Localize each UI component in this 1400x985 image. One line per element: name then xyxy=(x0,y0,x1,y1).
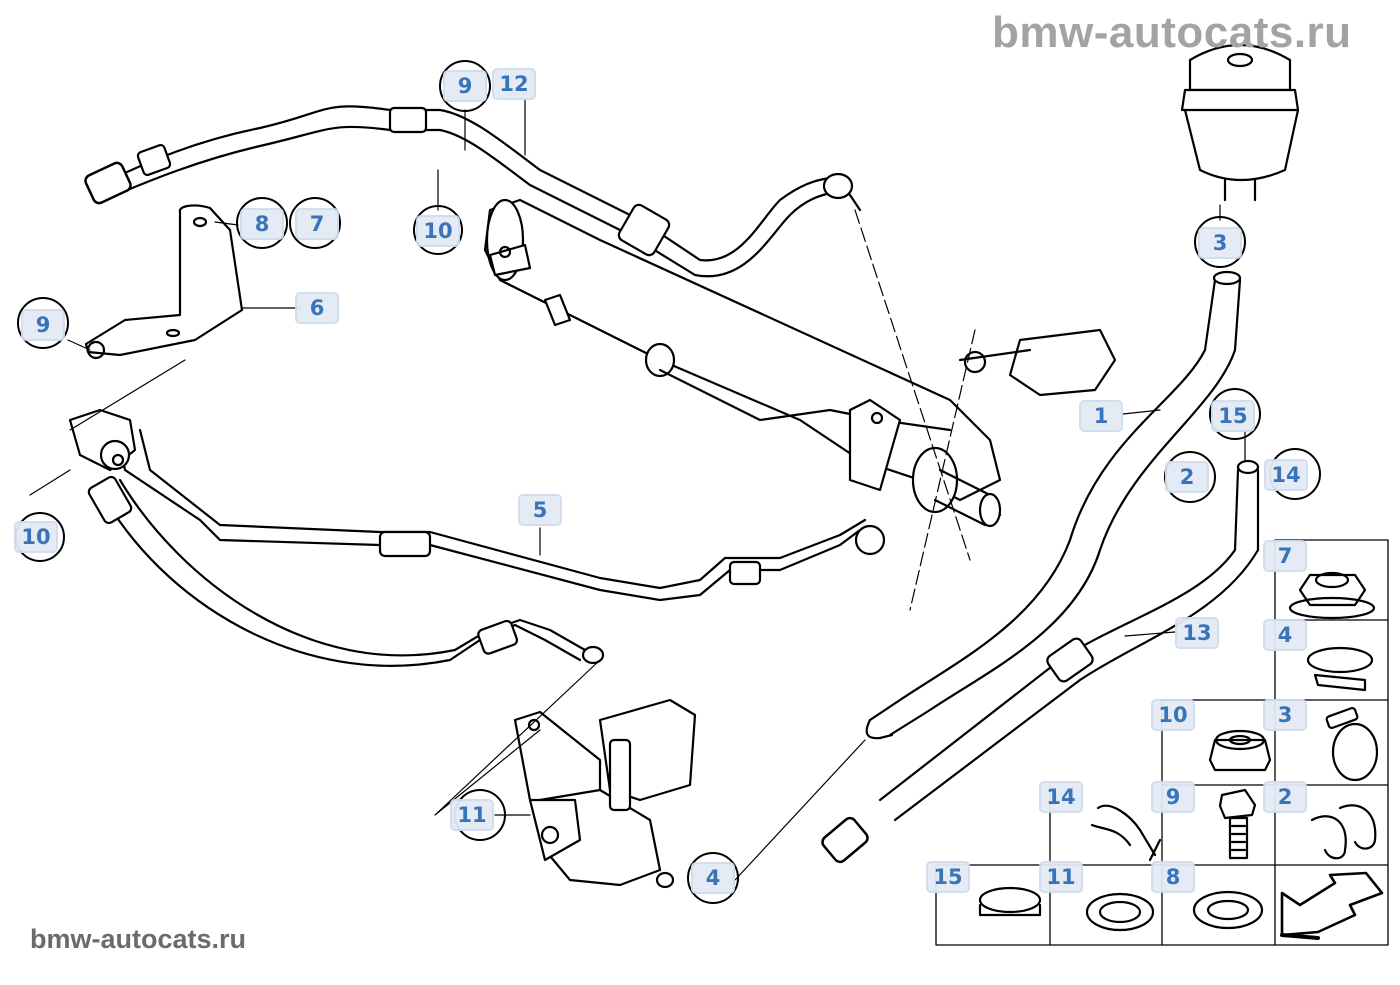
upper-hose xyxy=(84,105,862,278)
legend-label-4[interactable]: 4 xyxy=(1263,619,1307,651)
suction-hose xyxy=(865,270,1242,740)
return-hose xyxy=(87,475,605,667)
legend-label-10[interactable]: 10 xyxy=(1151,699,1195,731)
callout-10[interactable]: 10 xyxy=(14,521,58,553)
callout-10[interactable]: 10 xyxy=(416,215,460,247)
legend-label-3[interactable]: 3 xyxy=(1263,699,1307,731)
leader-lines xyxy=(29,99,1246,881)
callout-14[interactable]: 14 xyxy=(1264,459,1308,491)
legend-label-15[interactable]: 15 xyxy=(926,861,970,893)
legend-parts xyxy=(978,571,1384,940)
legend-label-11[interactable]: 11 xyxy=(1039,861,1083,893)
legend-label-14[interactable]: 14 xyxy=(1039,781,1083,813)
callout-4[interactable]: 4 xyxy=(691,862,735,894)
callout-5[interactable]: 5 xyxy=(518,494,562,526)
steering-pump xyxy=(513,698,697,889)
callout-13[interactable]: 13 xyxy=(1175,617,1219,649)
pressure-line xyxy=(68,408,886,602)
legend-label-2[interactable]: 2 xyxy=(1263,781,1307,813)
callout-6[interactable]: 6 xyxy=(295,292,339,324)
watermark-top: bmw-autocats.ru xyxy=(992,8,1352,57)
bracket xyxy=(84,204,244,360)
watermark-bottom: bmw-autocats.ru xyxy=(30,924,247,954)
reservoir xyxy=(1180,44,1300,202)
callout-1[interactable]: 1 xyxy=(1079,400,1123,432)
legend-label-7[interactable]: 7 xyxy=(1263,540,1307,572)
steering-rack xyxy=(483,198,1117,528)
callout-7[interactable]: 7 xyxy=(295,208,339,240)
callout-2[interactable]: 2 xyxy=(1165,461,1209,493)
callout-12[interactable]: 12 xyxy=(492,68,536,100)
legend-label-8[interactable]: 8 xyxy=(1151,861,1195,893)
arrow-icon[interactable] xyxy=(1278,868,1386,943)
callout-9[interactable]: 9 xyxy=(21,309,65,341)
callout-9[interactable]: 9 xyxy=(443,70,487,102)
callout-8[interactable]: 8 xyxy=(240,208,284,240)
callout-11[interactable]: 11 xyxy=(450,799,494,831)
callout-3[interactable]: 3 xyxy=(1198,227,1242,259)
legend-label-9[interactable]: 9 xyxy=(1151,781,1195,813)
callout-15[interactable]: 15 xyxy=(1211,400,1255,432)
